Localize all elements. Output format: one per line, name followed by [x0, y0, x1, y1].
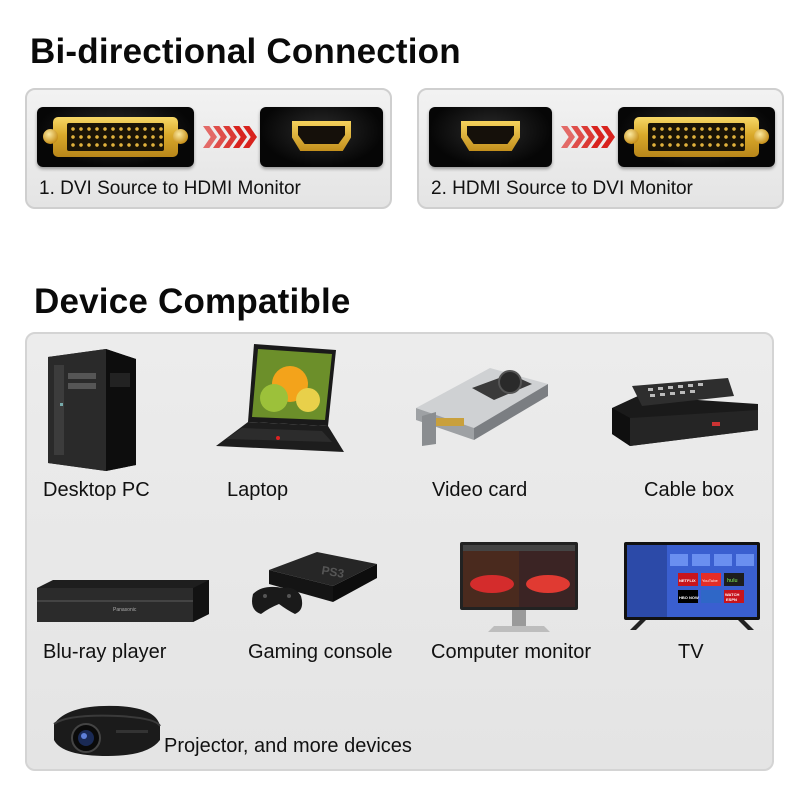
desktop-pc-icon	[48, 349, 136, 471]
device-label-bluray-player: Blu-ray player	[43, 641, 167, 663]
brand-text: Panasonic	[113, 607, 137, 613]
connection-label: 1. DVI Source to HDMI Monitor	[39, 178, 301, 199]
laptop-icon	[216, 344, 344, 452]
gaming-console-icon: PS3	[252, 552, 377, 614]
netflix-logo: NETFLIX	[679, 578, 696, 583]
hdmi-connector-icon	[260, 107, 383, 167]
arrow-right-icon	[561, 126, 617, 148]
dvi-connector-icon	[37, 107, 194, 167]
connection-panel-dvi-to-hdmi: 1. DVI Source to HDMI Monitor	[25, 88, 392, 209]
projector-icon	[53, 705, 161, 756]
computer-monitor-icon	[460, 542, 578, 632]
ps3-logo: PS3	[320, 563, 345, 581]
section-title-devices: Device Compatible	[34, 282, 351, 321]
connection-panel-hdmi-to-dvi: 2. HDMI Source to DVI Monitor	[417, 88, 784, 209]
device-label-projector: Projector, and more devices	[164, 735, 412, 757]
device-label-video-card: Video card	[432, 479, 528, 501]
device-label-tv: TV	[678, 641, 704, 663]
device-label-laptop: Laptop	[227, 479, 289, 501]
hulu-logo: hulu	[727, 578, 738, 584]
connection-label: 2. HDMI Source to DVI Monitor	[431, 178, 693, 199]
device-label-computer-monitor: Computer monitor	[431, 641, 592, 663]
device-label-gaming-console: Gaming console	[248, 641, 393, 663]
cable-box-icon	[612, 378, 758, 446]
youtube-logo: YouTube	[702, 578, 718, 583]
device-label-cable-box: Cable box	[644, 479, 735, 501]
dvi-connector-icon	[618, 107, 775, 167]
bluray-player-icon: Panasonic	[37, 580, 209, 622]
hdmi-connector-icon	[429, 107, 552, 167]
tv-icon: NETFLIX YouTube hulu HBO NOW WATCH ESPN	[624, 542, 760, 630]
watch-logo: WATCH	[725, 592, 739, 597]
espn-logo: ESPN	[726, 597, 737, 602]
device-label-desktop-pc: Desktop PC	[43, 479, 150, 501]
video-card-icon	[416, 368, 548, 446]
hbo-logo: HBO NOW	[679, 595, 699, 600]
section-title-connection: Bi-directional Connection	[30, 32, 461, 71]
arrow-right-icon	[203, 126, 259, 148]
